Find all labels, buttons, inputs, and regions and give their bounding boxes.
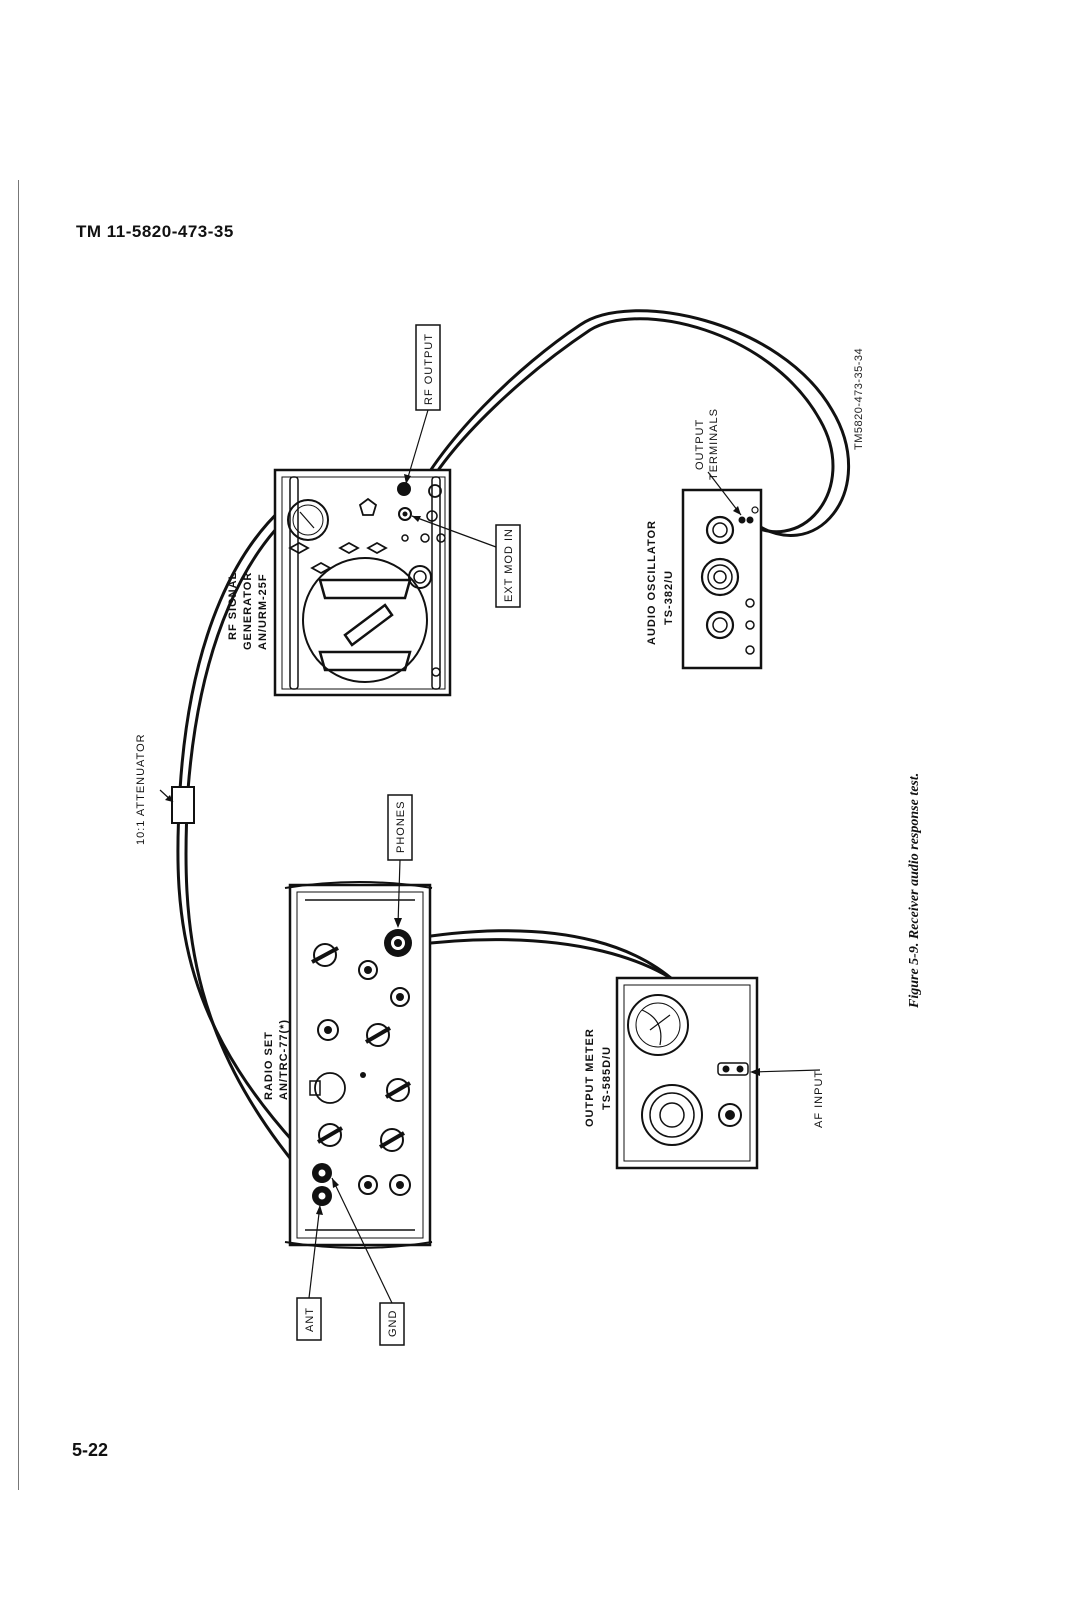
page-margin-rule xyxy=(18,180,19,1490)
audio-cable-1 xyxy=(418,317,835,534)
audio-oscillator-label: AUDIO OSCILLATOR TS-382/U xyxy=(646,520,675,645)
radio-set-label: RADIO SET AN/TRC-77(*) xyxy=(263,1019,290,1100)
output-meter xyxy=(615,976,759,1170)
svg-text:AUDIO OSCILLATOR: AUDIO OSCILLATOR xyxy=(646,520,658,645)
output-terminals-callout: OUTPUT TERMINALS xyxy=(694,408,742,516)
svg-text:EXT MOD IN: EXT MOD IN xyxy=(503,528,515,602)
svg-text:GND: GND xyxy=(387,1310,399,1337)
svg-text:AN/URM-25F: AN/URM-25F xyxy=(257,573,269,650)
svg-text:AF INPUT: AF INPUT xyxy=(813,1070,825,1128)
svg-text:RF SIGNAL: RF SIGNAL xyxy=(227,572,239,640)
figure-caption: Figure 5-9. Receiver audio response test… xyxy=(907,773,922,1009)
audio-cable-2 xyxy=(406,309,851,537)
ant-callout: ANT xyxy=(296,1204,323,1341)
svg-text:PHONES: PHONES xyxy=(395,801,407,853)
svg-text:GENERATOR: GENERATOR xyxy=(242,572,254,650)
af-input-callout: AF INPUT xyxy=(750,1068,825,1128)
rf-signal-generator-label: RF SIGNAL GENERATOR AN/URM-25F xyxy=(227,572,269,650)
output-meter-label: OUTPUT METER TS-585D/U xyxy=(584,1028,613,1127)
svg-text:TS-382/U: TS-382/U xyxy=(663,570,675,625)
audio-oscillator xyxy=(681,488,763,670)
attenuator xyxy=(159,786,195,824)
svg-text:ANT: ANT xyxy=(304,1307,316,1332)
phones-callout: PHONES xyxy=(387,794,413,928)
gnd-callout: GND xyxy=(331,1177,405,1346)
svg-text:OUTPUT METER: OUTPUT METER xyxy=(584,1028,596,1127)
ext-mod-in-callout: EXT MOD IN xyxy=(411,515,521,608)
figure-reference-id: TM5820-473-35-34 xyxy=(853,348,865,450)
rf-signal-generator xyxy=(273,468,452,697)
radio-set xyxy=(284,881,433,1249)
svg-text:TS-585D/U: TS-585D/U xyxy=(601,1046,613,1110)
svg-text:AN/TRC-77(*): AN/TRC-77(*) xyxy=(278,1019,290,1100)
rf-output-callout: RF OUTPUT xyxy=(404,324,441,485)
svg-text:TERMINALS: TERMINALS xyxy=(708,408,720,480)
svg-text:RF OUTPUT: RF OUTPUT xyxy=(423,333,435,405)
page-number: 5-22 xyxy=(72,1440,109,1460)
svg-text:RADIO SET: RADIO SET xyxy=(263,1031,275,1100)
attenuator-label: 10:1 ATTENUATOR xyxy=(135,733,147,845)
svg-text:OUTPUT: OUTPUT xyxy=(694,419,706,470)
manual-id-header: TM 11-5820-473-35 xyxy=(76,222,234,241)
